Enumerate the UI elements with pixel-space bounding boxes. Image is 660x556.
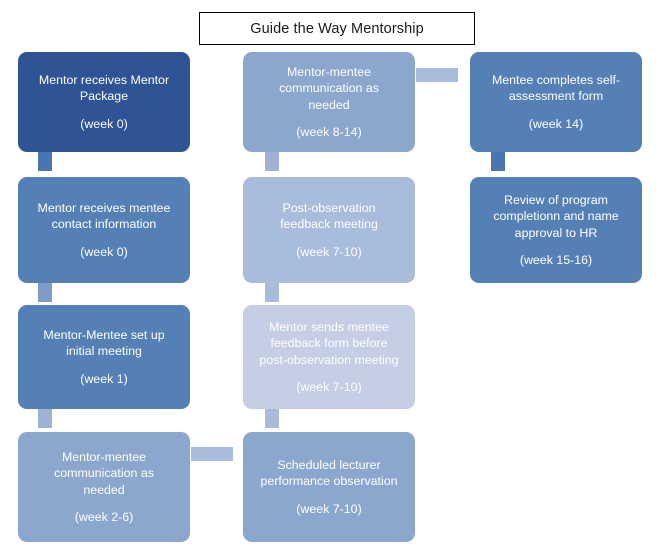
- connector-n5-n9: [416, 68, 458, 82]
- node-mentor-receives-mentor-package[interactable]: Mentor receives Mentor Package (week 0): [18, 52, 190, 152]
- node-week: (week 7-10): [296, 244, 362, 259]
- node-mentor-mentee-communication-week-8-14[interactable]: Mentor-mentee communication as needed (w…: [243, 52, 415, 152]
- connector-n8-n7: [265, 409, 279, 428]
- diagram-title: Guide the Way Mentorship: [250, 20, 424, 37]
- connector-n2-n3: [38, 283, 52, 302]
- node-mentor-mentee-communication-week-2-6[interactable]: Mentor-mentee communication as needed (w…: [18, 432, 190, 542]
- node-mentor-receives-mentee-contact-information[interactable]: Mentor receives mentee contact informati…: [18, 177, 190, 283]
- connector-n4-n8: [191, 447, 233, 461]
- connector-n1-n2: [38, 152, 52, 171]
- connector-n7-n6: [265, 283, 279, 302]
- node-week: (week 1): [80, 371, 128, 386]
- node-scheduled-lecturer-performance-observation[interactable]: Scheduled lecturer performance observati…: [243, 432, 415, 542]
- node-week: (week 2-6): [74, 510, 134, 524]
- node-label: Scheduled lecturer performance observati…: [260, 457, 398, 489]
- node-mentee-completes-self-assessment-form[interactable]: Mentee completes self- assessment form (…: [470, 52, 642, 152]
- node-week: (week 7-10): [296, 380, 362, 394]
- diagram-title-box: Guide the Way Mentorship: [199, 12, 475, 45]
- connector-n9-n10: [491, 152, 505, 171]
- node-post-observation-feedback-meeting[interactable]: Post-observation feedback meeting (week …: [243, 177, 415, 283]
- node-week: (week 8-14): [296, 125, 362, 139]
- node-label: Mentee completes self- assessment form: [491, 72, 621, 104]
- node-mentor-mentee-set-up-initial-meeting[interactable]: Mentor-Mentee set up initial meeting (we…: [18, 305, 190, 409]
- node-label: Mentor receives Mentor Package: [38, 72, 170, 104]
- node-week: (week 15-16): [519, 253, 593, 267]
- node-review-of-program-completion[interactable]: Review of program completionn and name a…: [470, 177, 642, 283]
- node-label: Mentor-mentee communication as needed: [54, 449, 154, 497]
- node-mentor-sends-mentee-feedback-form[interactable]: Mentor sends mentee feedback form before…: [243, 305, 415, 409]
- node-label: Mentor-Mentee set up initial meeting: [43, 327, 165, 359]
- node-label: Mentor sends mentee feedback form before…: [259, 319, 399, 367]
- node-week: (week 7-10): [296, 501, 362, 516]
- node-week: (week 0): [80, 244, 128, 259]
- connector-n3-n4: [38, 409, 52, 428]
- node-label: Mentor receives mentee contact informati…: [37, 200, 171, 232]
- connector-n6-n5: [265, 152, 279, 171]
- node-label: Mentor-mentee communication as needed: [279, 64, 379, 112]
- node-week: (week 0): [80, 116, 128, 131]
- node-label: Post-observation feedback meeting: [280, 200, 378, 232]
- node-week: (week 14): [528, 116, 584, 131]
- node-label: Review of program completionn and name a…: [493, 192, 619, 240]
